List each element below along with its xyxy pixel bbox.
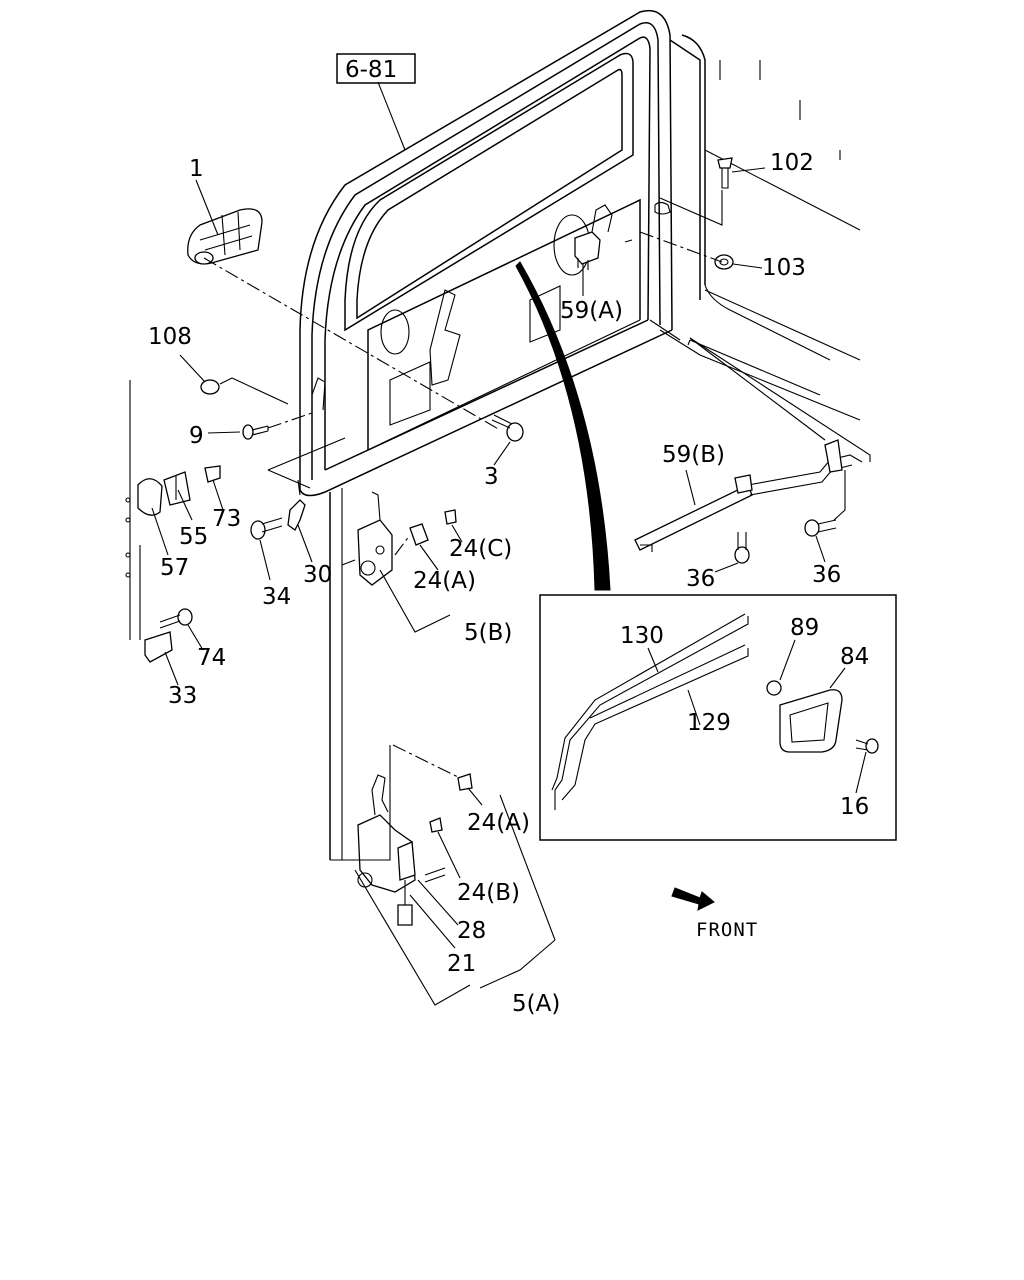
screw-102: [717, 157, 733, 189]
callout-21: 21: [447, 951, 476, 977]
screw-9: [242, 424, 269, 440]
callout-16: 16: [840, 794, 869, 820]
lock-assembly-5a: [357, 773, 473, 926]
ref-box-label: 6-81: [345, 57, 397, 83]
striker-parts: [125, 380, 221, 640]
callout-28: 28: [457, 918, 486, 944]
detail-leader: [515, 261, 611, 591]
callout-leaders: [151, 81, 867, 949]
mount-clip: [654, 201, 671, 215]
bracket-33: [144, 631, 173, 663]
callout-24a-upper: 24(A): [413, 568, 476, 594]
remote-control-59a: [574, 204, 613, 270]
detail-box: [539, 594, 897, 841]
callout-130: 130: [620, 623, 664, 649]
bolt-3: [491, 414, 524, 442]
callout-84: 84: [840, 644, 869, 670]
bolt-34: [250, 517, 283, 540]
callout-30: 30: [303, 562, 332, 588]
callout-5a: 5(A): [512, 991, 560, 1017]
callout-57: 57: [160, 555, 189, 581]
callout-24b: 24(B): [457, 880, 520, 906]
callout-24a-lower: 24(A): [467, 810, 530, 836]
callout-89: 89: [790, 615, 819, 641]
callout-73: 73: [212, 506, 241, 532]
bolt-36-right: [804, 519, 837, 537]
callout-24c: 24(C): [449, 536, 512, 562]
callout-102: 102: [770, 150, 814, 176]
leader-lines: [203, 190, 871, 1006]
callout-34: 34: [262, 584, 291, 610]
callout-103: 103: [762, 255, 806, 281]
front-arrow-icon: [671, 887, 715, 911]
nut-103: [714, 254, 734, 270]
outside-handle-part: [187, 208, 263, 265]
bracket-30: [287, 499, 306, 531]
body-pillar: [649, 34, 861, 421]
door-link-59b: [634, 439, 863, 552]
callout-55: 55: [179, 524, 208, 550]
ring-108: [200, 379, 220, 395]
callout-33: 33: [168, 683, 197, 709]
callout-5b: 5(B): [464, 620, 512, 646]
callout-36-right: 36: [812, 562, 841, 588]
callout-59a: 59(A): [560, 298, 623, 324]
callout-74: 74: [197, 645, 226, 671]
callout-labels: 1 102 103 59(A) 108 9 3 59(B) 73 55 57 3…: [148, 150, 869, 1017]
lock-assembly-5b: [357, 491, 457, 586]
callout-3: 3: [484, 464, 499, 490]
callout-108: 108: [148, 324, 192, 350]
callout-9: 9: [189, 423, 204, 449]
callout-59b: 59(B): [662, 442, 725, 468]
callout-36-left: 36: [686, 566, 715, 592]
ref-box-frame: [336, 53, 416, 84]
callout-129: 129: [687, 710, 731, 736]
callout-1: 1: [189, 156, 204, 182]
bolt-74: [159, 608, 193, 629]
door-frame: [299, 10, 673, 860]
front-label: FRONT: [696, 919, 758, 941]
bolt-36-left: [734, 532, 750, 564]
